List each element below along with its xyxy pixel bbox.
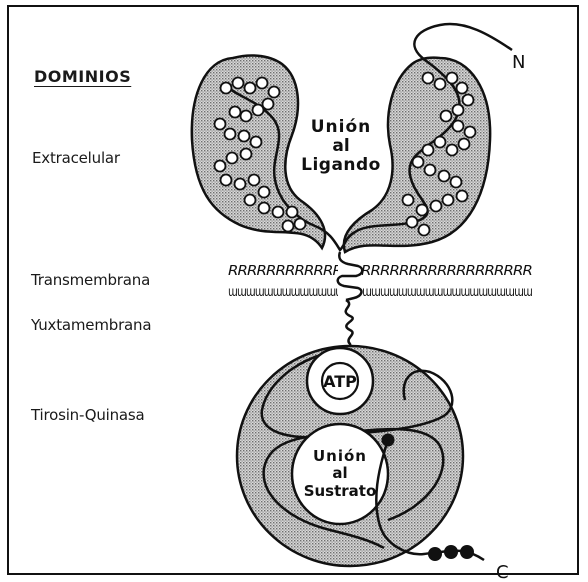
substrate-label-line2: al [332, 464, 347, 482]
membrane-outer-leaflet: RRRRRRRRRRRRRRRRRRRRRRRRRRRRRRRR [228, 264, 532, 279]
phosphotyrosine-site-2 [444, 545, 458, 559]
transmembrane-gap [338, 263, 362, 299]
ligand-label-line3: Ligando [301, 155, 381, 175]
ligand-label-line1: Unión [311, 117, 372, 137]
phosphotyrosine-site-kinase [382, 434, 395, 447]
juxtamembrane-segment [346, 300, 353, 350]
atp-label: ATP [323, 372, 357, 391]
phosphotyrosine-site-1 [428, 547, 442, 561]
c-terminus-label: C [496, 562, 509, 582]
n-terminus-label: N [512, 52, 525, 73]
phosphotyrosine-site-3 [460, 545, 474, 559]
membrane-inner-leaflet: ɯɯɯɯɯɯɯɯɯɯɯɯɯɯɯɯɯɯɯɯɯɯɯɯɯɯɯɯɯɯɯɯɯɯ [228, 285, 532, 300]
substrate-label-line1: Unión [313, 447, 367, 465]
ligand-label-line2: al [332, 136, 349, 156]
substrate-label-line3: Sustrato [304, 482, 377, 500]
